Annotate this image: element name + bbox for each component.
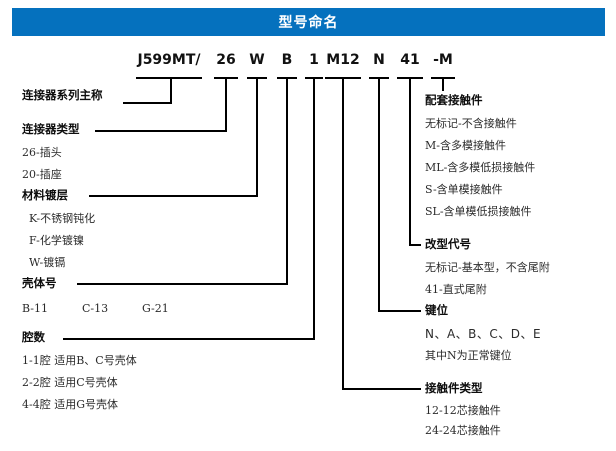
leader-contact-type — [342, 77, 421, 390]
part-code-segment: N — [373, 52, 385, 68]
label-heading: 腔数 — [22, 330, 45, 344]
label-block-variant-code: 改型代号无标记-基本型，不含尾附 41-直式尾附 — [425, 237, 550, 301]
label-line: B-11 — [22, 302, 49, 315]
label-line: G-21 — [142, 302, 169, 315]
label-block-contact-type: 接触件类型 12-12芯接触件 24-24芯接触件 — [425, 381, 501, 441]
leader-variant-code — [409, 77, 421, 246]
label-block-cavity-count: 腔数 1-1腔 适用B、C号壳体 2-2腔 适用C号壳体 4-4腔 适用G号壳体 — [22, 330, 137, 416]
label-block-key-position: 键位 N、A、B、C、D、E 其中N为正常键位 — [425, 303, 541, 367]
part-code-segment: -M — [433, 52, 453, 68]
label-line: 12-12芯接触件 — [425, 404, 501, 417]
part-code-segment: J599MT/ — [137, 52, 201, 68]
label-heading: 连接器类型 — [22, 122, 80, 136]
leader-connector-type — [95, 77, 227, 132]
label-heading: 连接器系列主称 — [22, 88, 103, 102]
label-block-connector-series: 连接器系列主称 — [22, 88, 103, 102]
label-line: S-含单模接触件 — [425, 183, 503, 196]
label-line: 24-24芯接触件 — [425, 424, 501, 437]
leader-key-position — [378, 77, 421, 312]
title-bar: 型号命名 — [12, 8, 605, 36]
label-line: ML-含多模低损接触件 — [425, 161, 536, 174]
label-line: W-镀镉 — [29, 256, 66, 269]
label-heading: 壳体号 — [22, 276, 57, 290]
part-code-segment: 41 — [400, 52, 420, 68]
label-line: 4-4腔 适用G号壳体 — [22, 398, 118, 411]
page-title: 型号命名 — [278, 15, 339, 31]
label-heading: 改型代号 — [425, 237, 471, 251]
leader-shell-size — [77, 77, 288, 285]
label-block-shell-size: 壳体号 B-11 C-13 G-21 — [22, 276, 202, 320]
label-line: F-化学镀镍 — [29, 234, 84, 247]
label-line: 1-1腔 适用B、C号壳体 — [22, 354, 137, 367]
label-block-connector-type: 连接器类型 26-插头 20-插座 — [22, 122, 80, 186]
part-code-segment: B — [281, 52, 293, 68]
label-heading: 键位 — [425, 303, 448, 317]
label-line: SL-含单模低损接触件 — [425, 205, 532, 218]
label-line: K-不锈钢钝化 — [29, 212, 96, 225]
part-code-segment: 26 — [216, 52, 236, 68]
label-line: 41-直式尾附 — [425, 283, 487, 296]
label-line: C-13 — [82, 302, 109, 315]
label-line: M-含多模接触件 — [425, 139, 506, 152]
leader-material-plating — [89, 77, 258, 197]
label-heading: 接触件类型 — [425, 381, 483, 395]
label-line: 无标记-基本型，不含尾附 — [425, 261, 550, 274]
label-line: 26-插头 — [22, 146, 62, 159]
label-block-material-plating: 材料镀层 K-不锈钢钝化 F-化学镀镍 W-镀镉 — [22, 188, 95, 274]
label-heading: 材料镀层 — [22, 188, 68, 202]
part-code-segment: M12 — [326, 52, 360, 68]
label-line: N、A、B、C、D、E — [425, 327, 542, 341]
part-code-segment: W — [249, 52, 265, 68]
label-block-contact-kit: 配套接触件无标记-不含接触件 M-含多模接触件 ML-含多模低损接触件 S-含单模接触… — [425, 93, 535, 223]
label-heading: 配套接触件 — [425, 93, 483, 107]
label-line: 2-2腔 适用C号壳体 — [22, 376, 118, 389]
label-line: 其中N为正常键位 — [425, 349, 512, 362]
label-inline-row: B-11 C-13 G-21 — [22, 298, 202, 320]
label-line: 无标记-不含接触件 — [425, 117, 517, 130]
leader-connector-series — [123, 77, 172, 104]
label-line: 20-插座 — [22, 168, 62, 181]
part-code-segment: 1 — [309, 52, 319, 68]
